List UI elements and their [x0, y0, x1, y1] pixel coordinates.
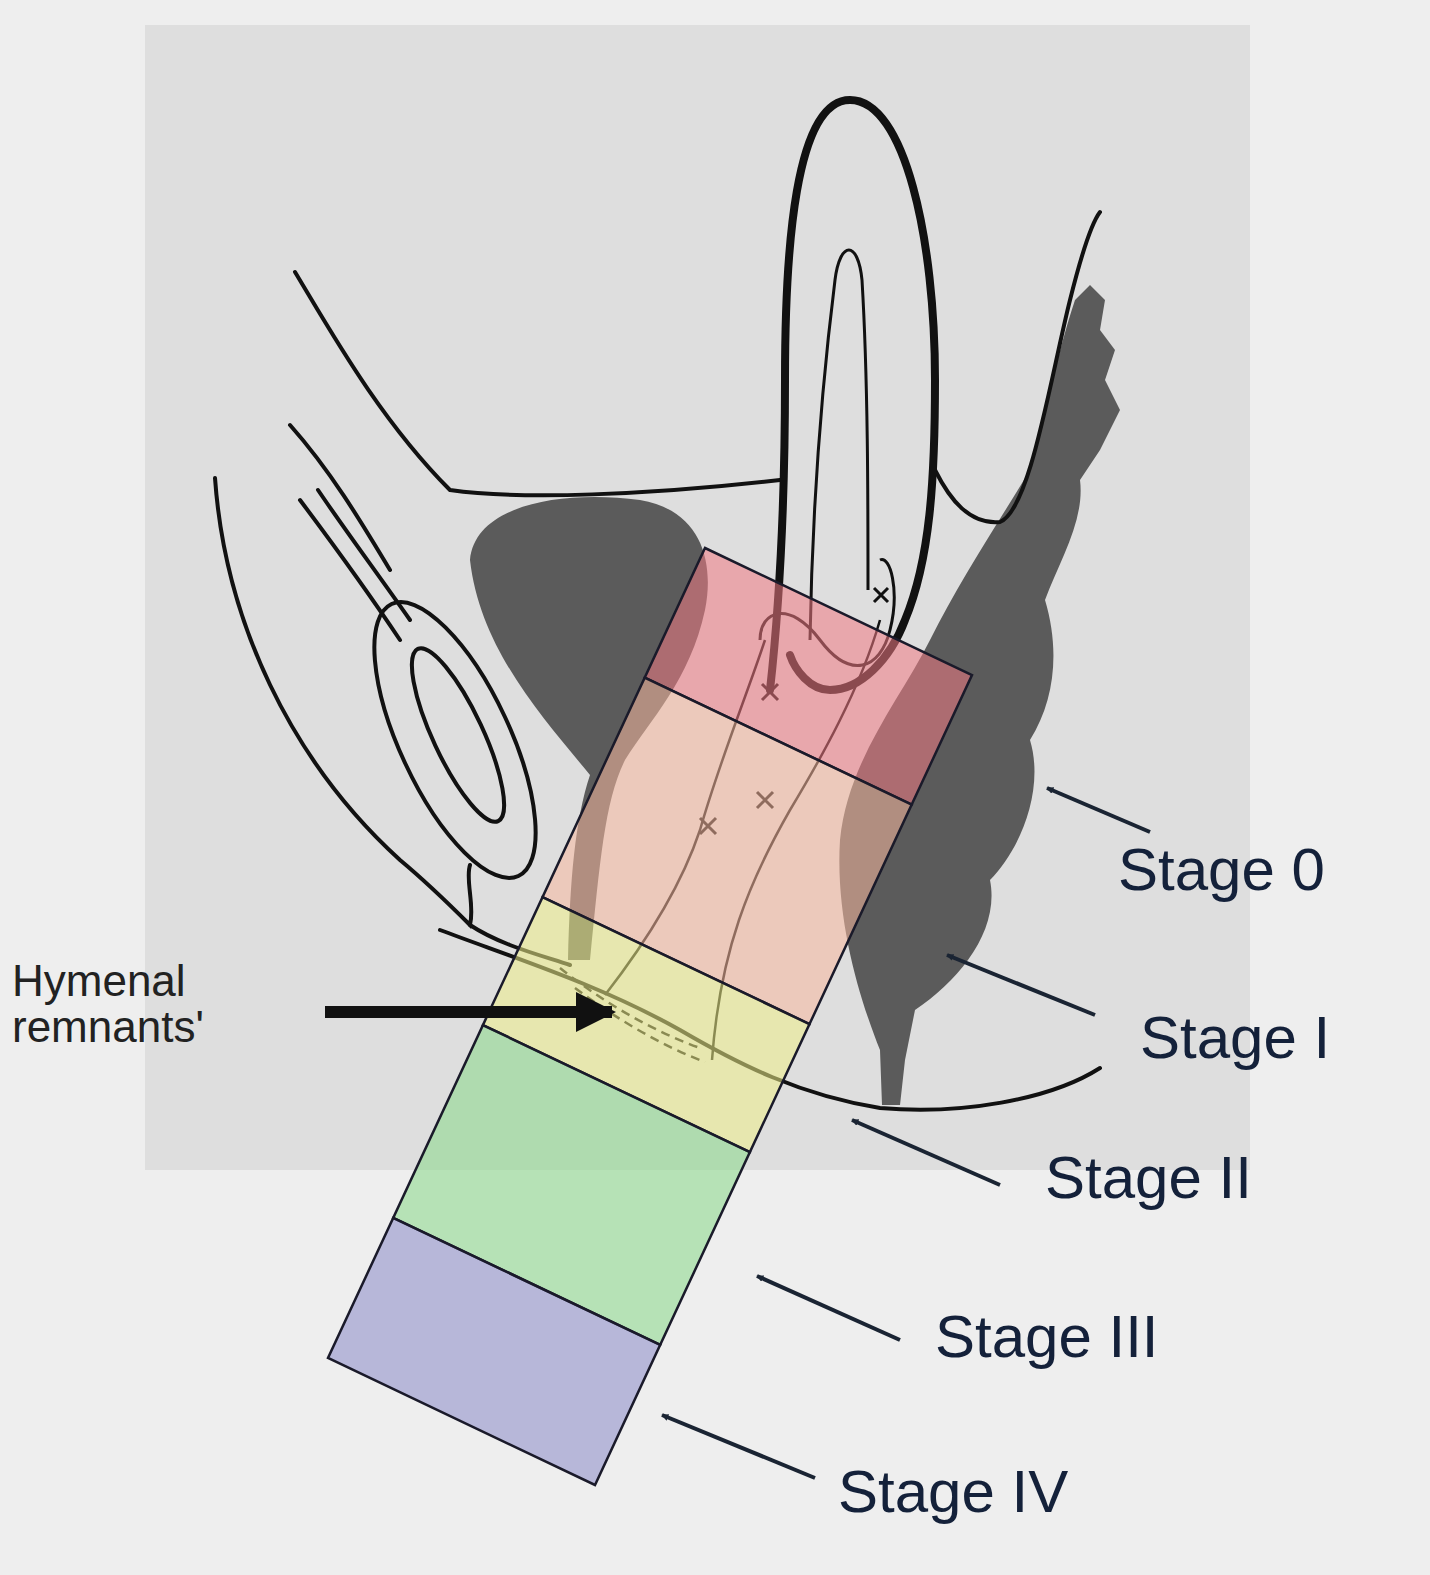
- pubic-bone: [342, 581, 568, 899]
- annotation-label-box: Hymenal remnants': [12, 958, 312, 1050]
- stage-label-box: Stage I: [1140, 1006, 1420, 1069]
- leader-arrow: [662, 1415, 815, 1478]
- stage-label: Stage II: [1045, 1146, 1415, 1209]
- vulva-contour: [215, 478, 471, 925]
- clitoral-line: [300, 500, 400, 640]
- stage-label-box: Stage 0: [1118, 838, 1418, 901]
- posterior-peritoneum: [935, 212, 1100, 522]
- pubic-contour: [290, 425, 390, 570]
- stage-label-box: Stage II: [1045, 1146, 1415, 1209]
- background-panel: [145, 25, 1250, 1170]
- leader-arrow: [1047, 788, 1150, 832]
- stage-label-box: Stage IV: [838, 1460, 1398, 1523]
- anterior-peritoneum: [295, 272, 780, 495]
- leader-arrow: [757, 1276, 900, 1340]
- stage-label: Stage IV: [838, 1460, 1398, 1523]
- stage-label: Stage I: [1140, 1006, 1420, 1069]
- stage-label: Stage III: [935, 1305, 1405, 1368]
- hymenal-arrow: [325, 1006, 612, 1018]
- annotation-label: Hymenal remnants': [12, 958, 312, 1050]
- stage-4-band: [328, 1218, 660, 1485]
- stage-label-box: Stage III: [935, 1305, 1405, 1368]
- leader-arrow: [947, 955, 1095, 1015]
- pubic-bone-inner: [395, 638, 521, 831]
- uterine-cavity: [810, 250, 868, 640]
- suture-x: [874, 588, 888, 602]
- leader-arrow: [852, 1120, 1000, 1185]
- stage-label: Stage 0: [1118, 838, 1418, 901]
